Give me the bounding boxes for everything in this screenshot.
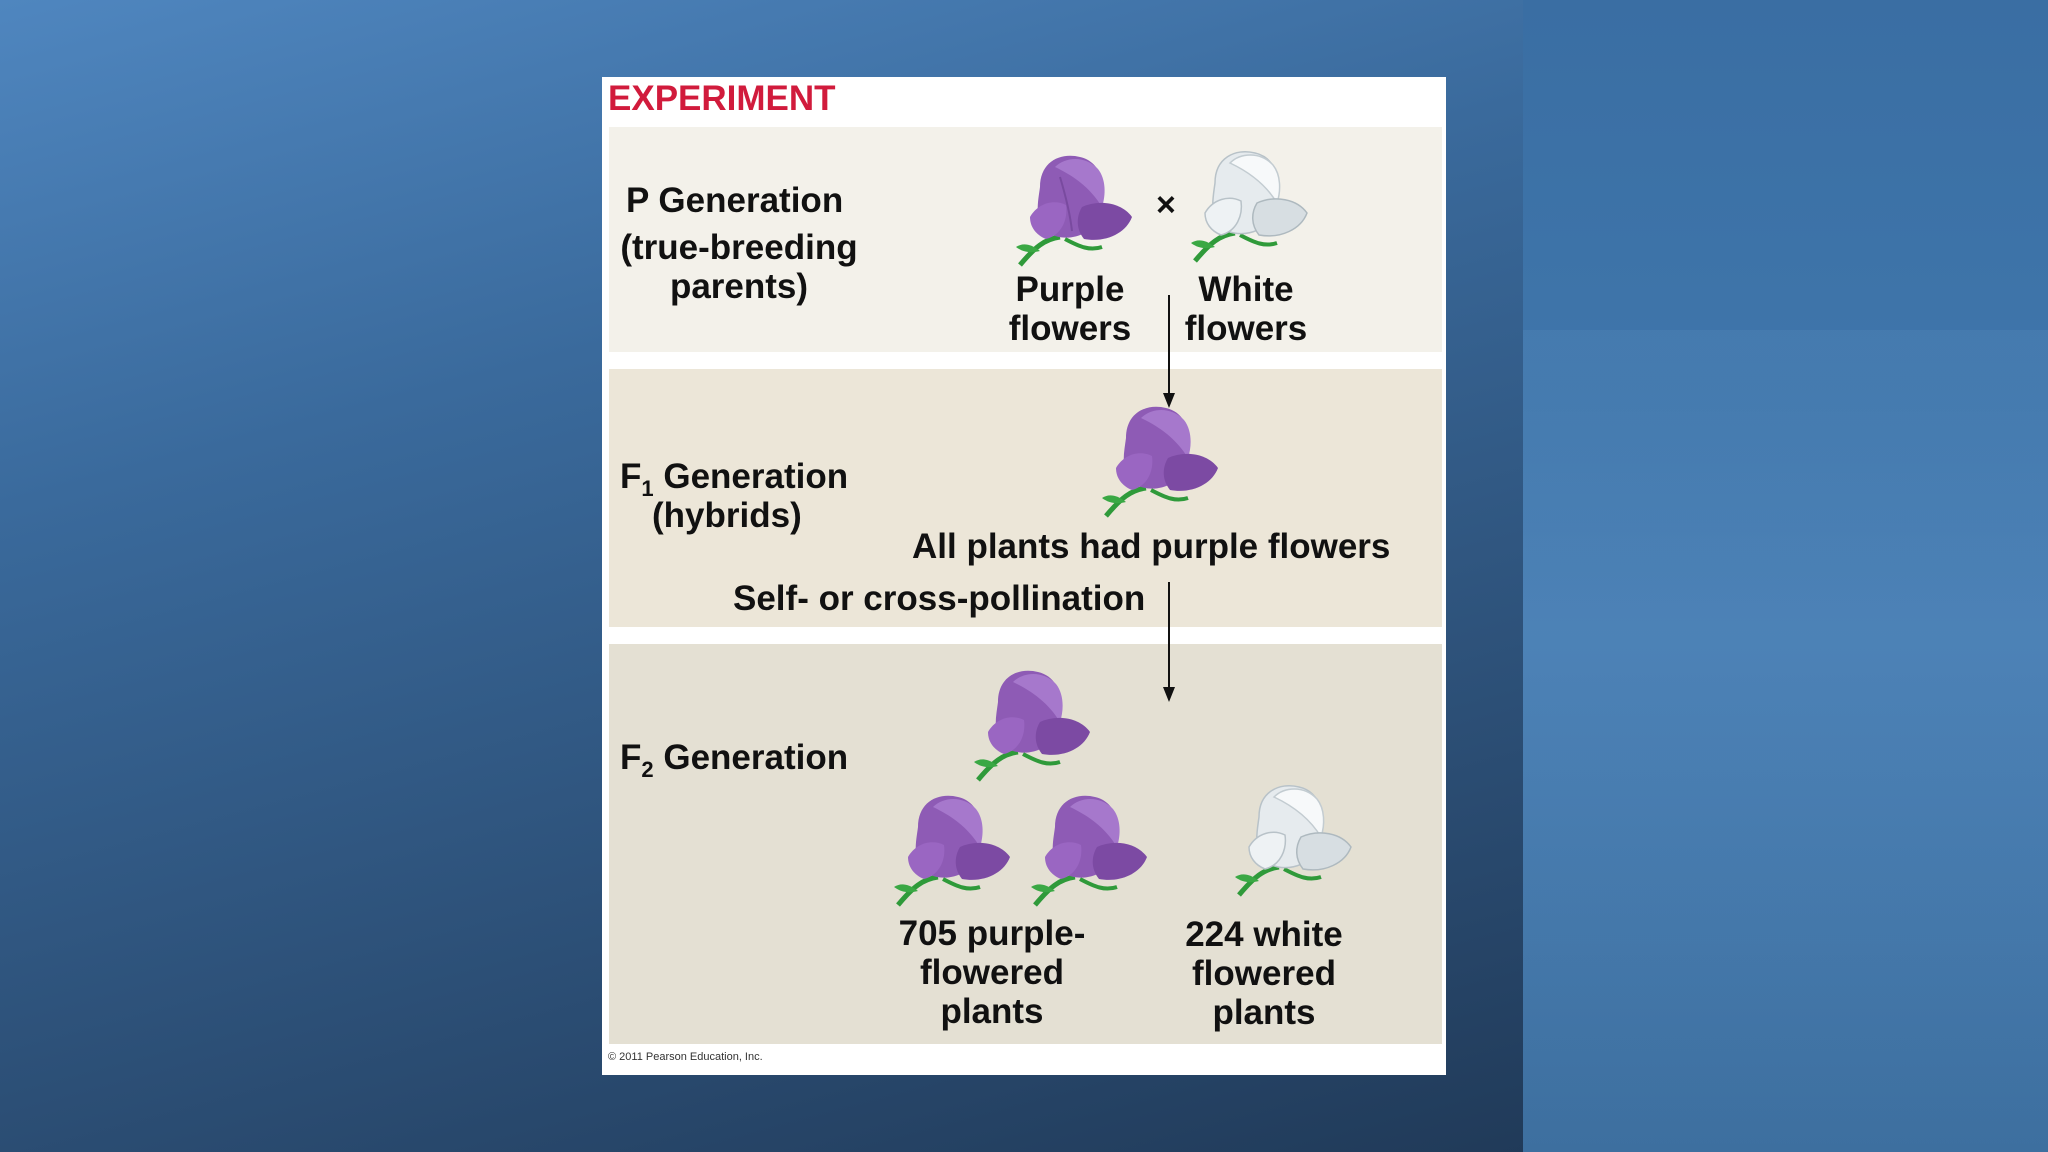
f2-white-count-line2: flowered bbox=[1192, 954, 1336, 993]
f2-generation-label: F2 Generation bbox=[620, 738, 849, 782]
purple-flower-icon bbox=[894, 795, 1010, 907]
white-flower-icon bbox=[1235, 785, 1352, 897]
purple-flowers-label: Purple flowers bbox=[1000, 270, 1140, 348]
experiment-figure: EXPERIMENT P Generation (true-breeding p… bbox=[602, 77, 1446, 1075]
white-flower-icon bbox=[1191, 151, 1308, 263]
purple-flower-icon bbox=[1031, 795, 1147, 907]
f1-generation-label-line2: (hybrids) bbox=[652, 496, 802, 535]
f1-generation-panel bbox=[609, 369, 1442, 627]
p-generation-panel bbox=[609, 127, 1442, 352]
p-generation-label-line1: P Generation bbox=[626, 181, 844, 220]
pollination-label: Self- or cross-pollination bbox=[733, 579, 1146, 618]
purple-flowers-label-line1: Purple bbox=[1015, 270, 1125, 309]
f1-generation-label: F1 Generation (hybrids) bbox=[610, 457, 860, 535]
p-generation-label-line3: parents) bbox=[669, 267, 809, 306]
purple-flower-icon bbox=[1102, 406, 1218, 518]
f2-purple-count-line3: plants bbox=[940, 992, 1044, 1031]
background-right-panel bbox=[1523, 0, 2048, 1152]
p-generation-label-line2: (true-breeding bbox=[620, 228, 858, 267]
f2-white-count-label: 224 white flowered plants bbox=[1164, 915, 1364, 1032]
cross-symbol: × bbox=[1156, 186, 1176, 224]
white-flowers-label-line2: flowers bbox=[1184, 309, 1308, 348]
purple-flower-icon bbox=[1016, 155, 1132, 267]
f2-purple-count-line2: flowered bbox=[920, 953, 1064, 992]
purple-flower-icon bbox=[974, 670, 1090, 782]
f1-result-label: All plants had purple flowers bbox=[912, 527, 1391, 566]
f1-generation-label-line1: F1 Generation bbox=[620, 457, 849, 501]
p-generation-label: P Generation (true-breeding parents) bbox=[614, 181, 864, 306]
purple-flowers-label-line2: flowers bbox=[1008, 309, 1132, 348]
f2-white-count-line1: 224 white bbox=[1185, 915, 1343, 954]
copyright-notice: © 2011 Pearson Education, Inc. bbox=[608, 1051, 763, 1063]
white-flowers-label: White flowers bbox=[1176, 270, 1316, 348]
f2-purple-count-label: 705 purple- flowered plants bbox=[892, 914, 1092, 1031]
f2-white-count-line3: plants bbox=[1212, 993, 1316, 1032]
figure-title: EXPERIMENT bbox=[608, 79, 836, 118]
background-band bbox=[1523, 330, 2048, 1152]
white-flowers-label-line1: White bbox=[1198, 270, 1294, 309]
f2-purple-count-line1: 705 purple- bbox=[898, 914, 1086, 953]
